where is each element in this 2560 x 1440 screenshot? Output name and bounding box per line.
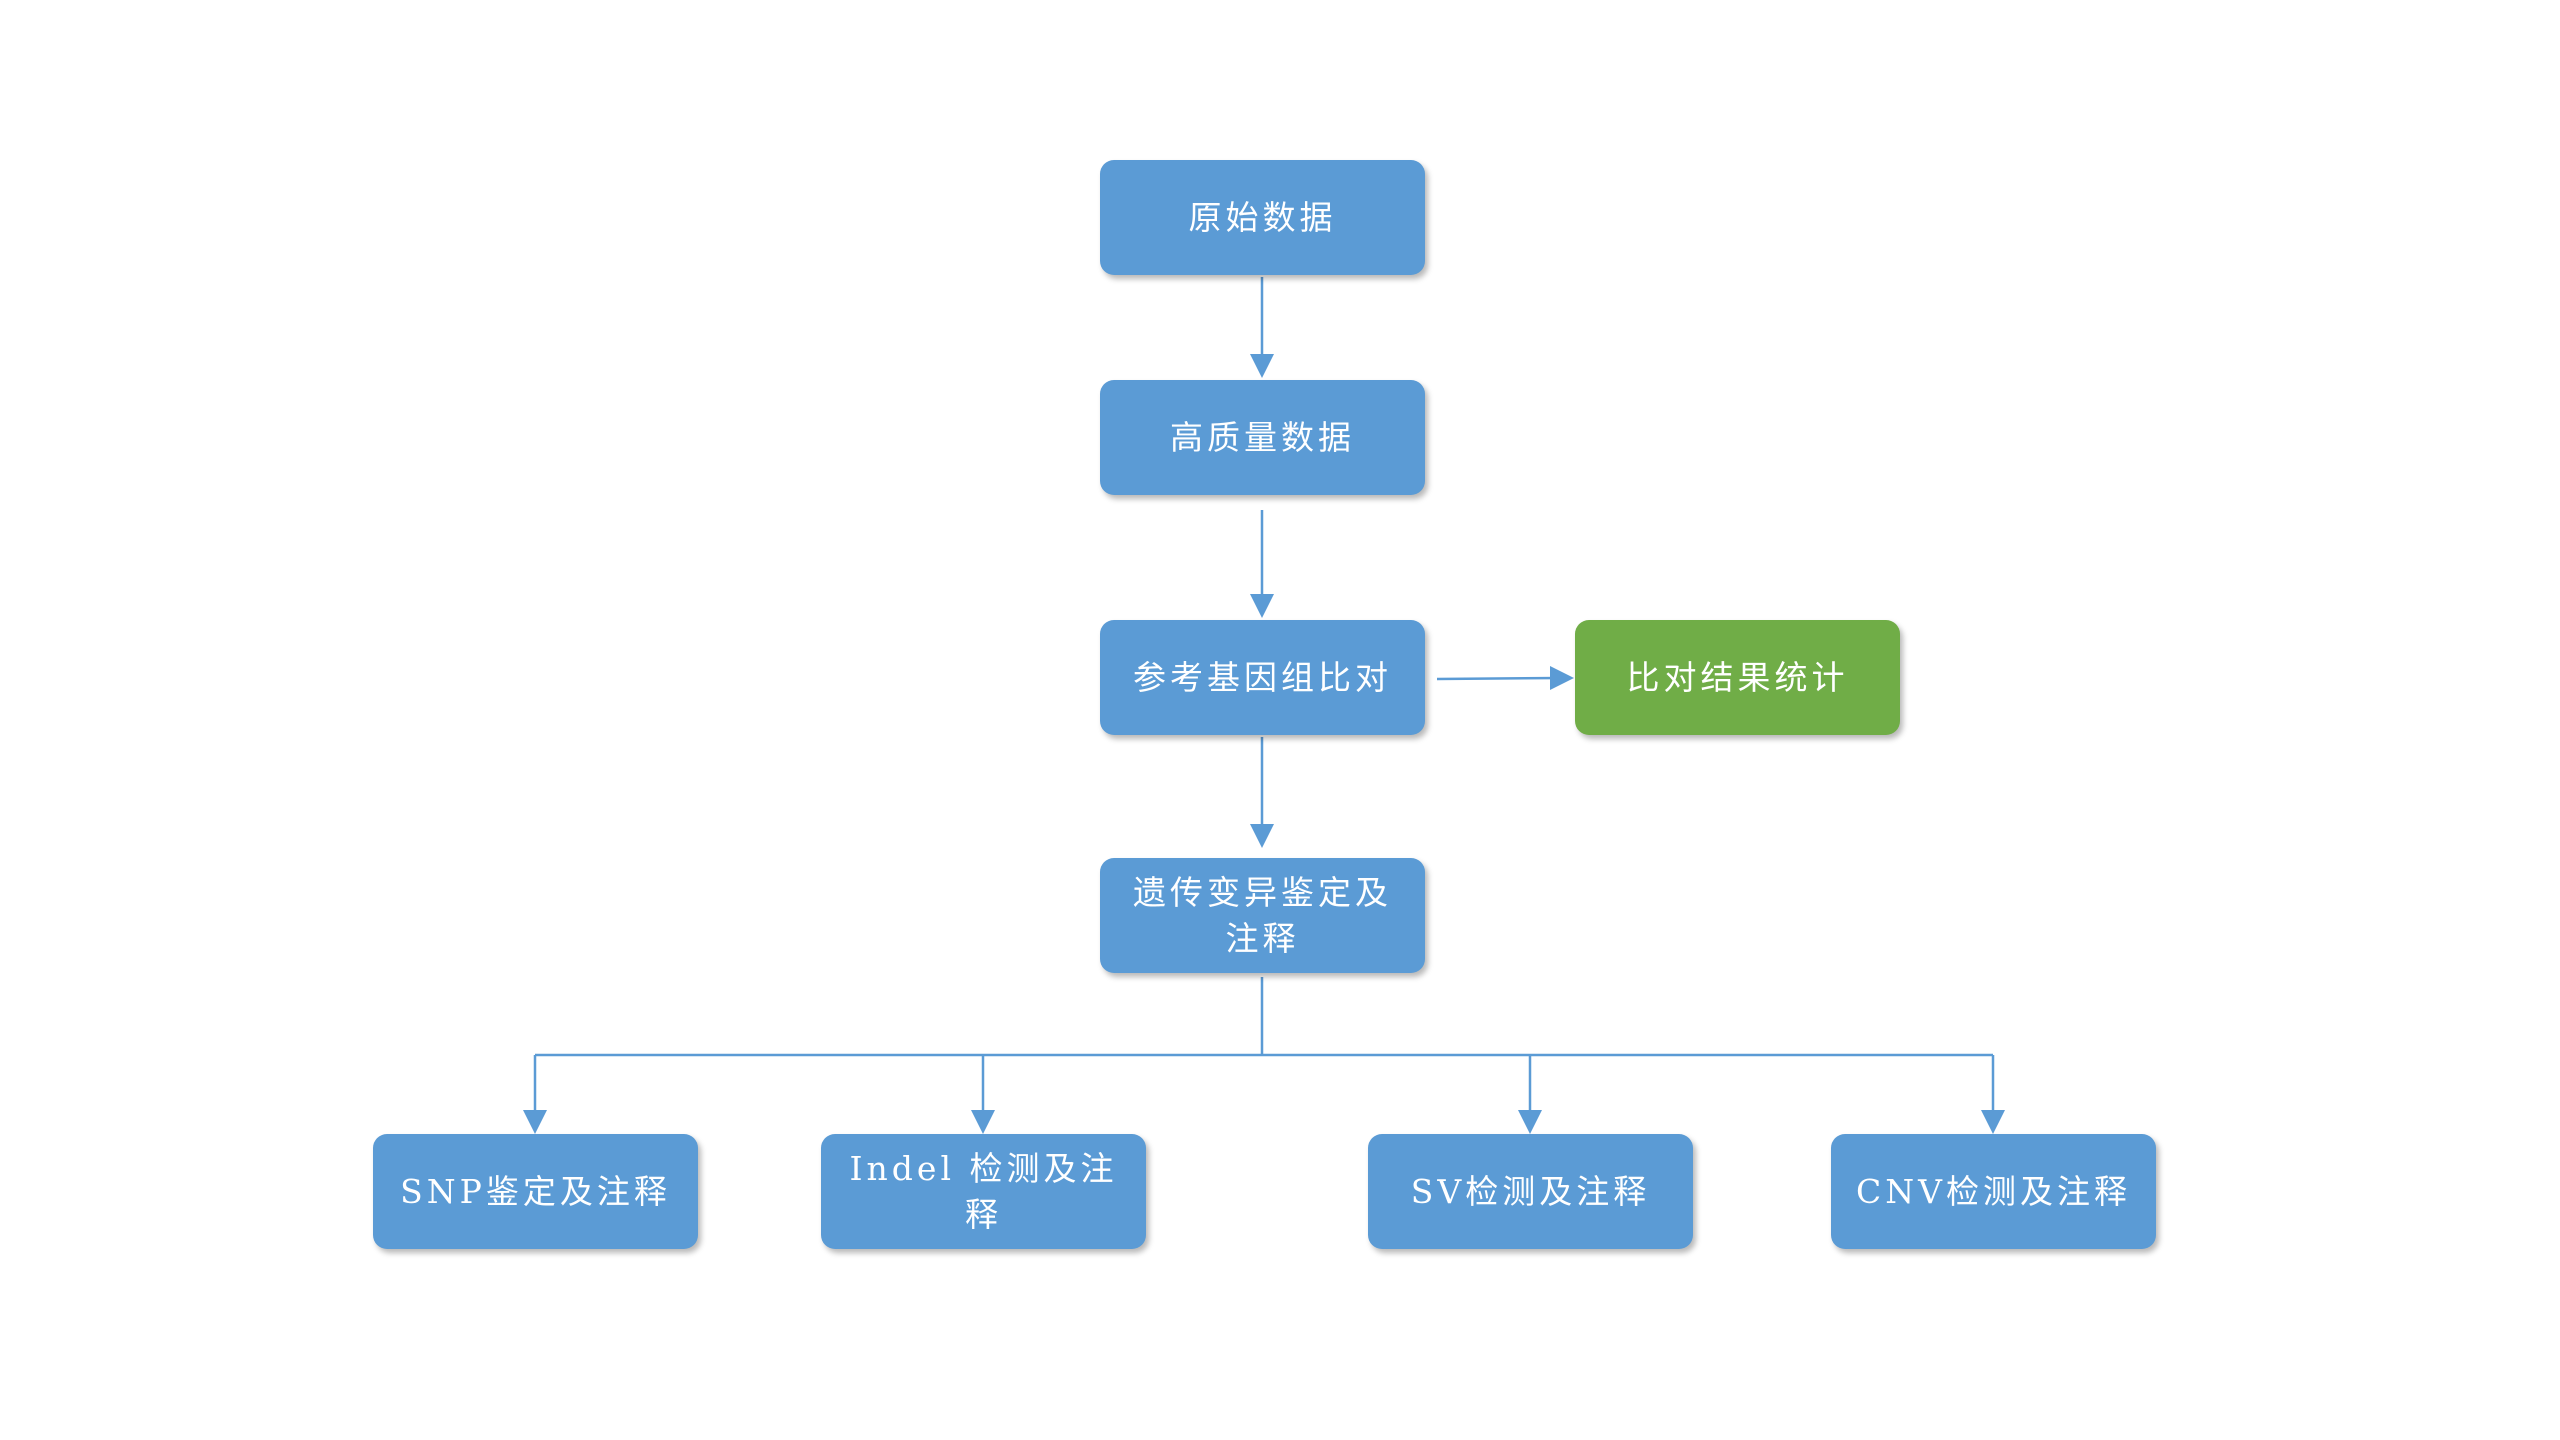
arrowhead-to-cnv <box>1981 1110 2005 1134</box>
node-high-quality-data: 高质量数据 <box>1100 380 1425 495</box>
node-sv-label: SV检测及注释 <box>1410 1171 1651 1211</box>
arrowhead-hq-to-ref <box>1250 594 1274 618</box>
node-variant-calling-label: 遗传变异鉴定及注释 <box>1133 872 1392 958</box>
node-alignment-statistics: 比对结果统计 <box>1575 620 1900 735</box>
node-reference-alignment-label: 参考基因组比对 <box>1133 657 1392 697</box>
node-sv: SV检测及注释 <box>1368 1134 1693 1249</box>
node-cnv-label: CNV检测及注释 <box>1856 1171 2131 1211</box>
node-snp: SNP鉴定及注释 <box>373 1134 698 1249</box>
node-reference-alignment: 参考基因组比对 <box>1100 620 1425 735</box>
node-alignment-statistics-label: 比对结果统计 <box>1626 657 1849 697</box>
arrowhead-to-indel <box>971 1110 995 1134</box>
node-high-quality-data-label: 高质量数据 <box>1170 417 1355 457</box>
node-indel-label: Indel 检测及注释 <box>849 1148 1118 1234</box>
arrowhead-raw-to-hq <box>1250 354 1274 378</box>
node-raw-data: 原始数据 <box>1100 160 1425 275</box>
arrowhead-ref-to-stats <box>1550 666 1574 690</box>
node-raw-data-label: 原始数据 <box>1188 197 1337 237</box>
node-indel: Indel 检测及注释 <box>821 1134 1146 1249</box>
node-snp-label: SNP鉴定及注释 <box>400 1171 671 1211</box>
arrow-ref-to-stats <box>1436 676 1561 681</box>
arrowhead-to-snp <box>523 1110 547 1134</box>
node-cnv: CNV检测及注释 <box>1831 1134 2156 1249</box>
arrowhead-ref-to-variant <box>1250 824 1274 848</box>
node-variant-calling: 遗传变异鉴定及注释 <box>1100 858 1425 973</box>
arrowhead-to-sv <box>1518 1110 1542 1134</box>
